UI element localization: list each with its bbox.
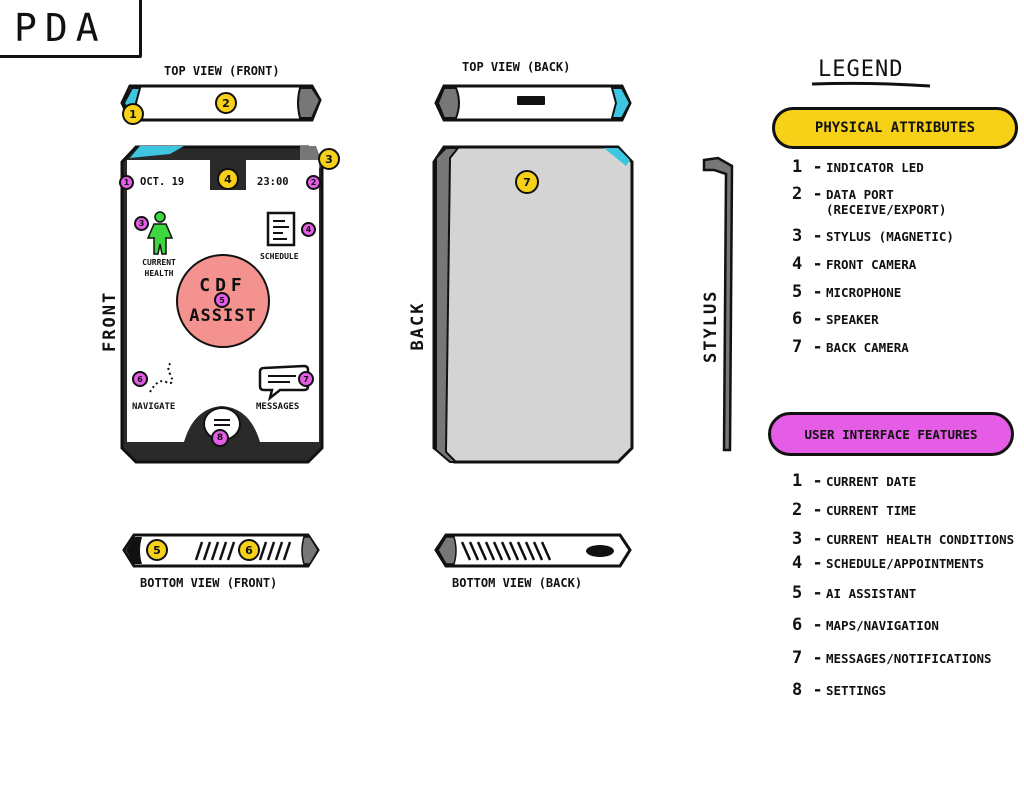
ui-feature-item-text: Schedule/appointments xyxy=(826,556,985,571)
physical-attribute-item-text: Back camera xyxy=(826,340,909,355)
ui-feature-item-text: Current date xyxy=(826,474,917,489)
physical-attribute-item-number: 6 - xyxy=(792,309,823,329)
physical-attribute-item: 7 -Back camera xyxy=(792,337,1016,357)
badge-microphone: 5 xyxy=(146,539,168,561)
ui-feature-item-text: Messages/notifications xyxy=(826,651,992,666)
title-box xyxy=(0,0,142,58)
ui-feature-item-number: 3 - xyxy=(792,529,823,549)
screen-health-label: Current health xyxy=(142,258,176,278)
physical-attribute-item-number: 3 - xyxy=(792,226,823,246)
badge-ui-schedule: 4 xyxy=(301,222,316,237)
ui-feature-item-text: AI assistant xyxy=(826,586,917,601)
ui-feature-item: 1 -Current date xyxy=(792,471,1014,491)
ui-feature-item-text: Current health conditions xyxy=(826,532,1015,547)
badge-back-camera: 7 xyxy=(515,170,539,194)
badge-front-camera: 4 xyxy=(217,168,239,190)
screen-time: 23:00 xyxy=(257,176,289,188)
legend-underline xyxy=(811,81,931,88)
physical-attribute-item-text: Speaker xyxy=(826,312,879,327)
screen-schedule-label: Schedule xyxy=(260,252,299,261)
badge-ui-navigate: 6 xyxy=(132,371,148,387)
badge-ui-messages: 7 xyxy=(298,371,314,387)
back-device-drawing xyxy=(432,145,634,464)
page-title: PDA xyxy=(14,6,107,50)
ui-feature-item-text: Current time xyxy=(826,503,917,518)
ui-feature-item: 5 -AI assistant xyxy=(792,583,1014,603)
screen-messages-label: Messages xyxy=(256,402,300,412)
top-view-front-label: Top view (front) xyxy=(164,64,280,78)
badge-ui-time: 2 xyxy=(306,175,321,190)
physical-attribute-item: 1 -Indicator LED xyxy=(792,157,1016,177)
badge-data-port: 2 xyxy=(215,92,237,114)
ui-features-list: 1 -Current date2 -Current time3 -Current… xyxy=(792,471,1015,700)
ui-feature-item: 3 -Current health conditions xyxy=(792,529,1015,549)
badge-speaker: 6 xyxy=(238,539,260,561)
legend-heading: Legend xyxy=(818,57,904,82)
physical-attribute-item-number: 2 - xyxy=(792,184,823,204)
ui-feature-item: 2 -Current time xyxy=(792,500,1014,520)
top-view-back-drawing xyxy=(434,84,632,122)
badge-ui-date: 1 xyxy=(119,175,134,190)
stylus-label: Stylus xyxy=(701,289,721,363)
ui-feature-item: 7 -Messages/notifications xyxy=(792,648,1014,668)
physical-attribute-item-text: Front camera xyxy=(826,257,917,272)
badge-indicator-led: 1 xyxy=(122,103,144,125)
bottom-view-front-drawing xyxy=(122,533,320,568)
physical-attribute-item-text: Microphone xyxy=(826,285,902,300)
messages-bubble-icon xyxy=(258,364,310,402)
physical-attribute-item-number: 5 - xyxy=(792,282,823,302)
ui-feature-item-text: Maps/navigation xyxy=(826,618,939,633)
physical-attribute-item: 2 -Data port (receive/export) xyxy=(792,184,1016,218)
badge-stylus-slot: 3 xyxy=(318,148,340,170)
physical-attribute-item: 4 -Front camera xyxy=(792,254,1016,274)
ui-feature-item-number: 7 - xyxy=(792,648,823,668)
ui-feature-item-number: 5 - xyxy=(792,583,823,603)
back-label: Back xyxy=(408,301,428,351)
bottom-view-front-label: Bottom view (front) xyxy=(140,576,278,590)
top-view-back-label: Top view (back) xyxy=(462,60,571,74)
physical-attributes-pill: Physical attributes xyxy=(772,107,1018,149)
front-label: Front xyxy=(100,290,120,352)
screen-date: Oct. 19 xyxy=(140,176,185,188)
physical-attribute-item-text: Stylus (magnetic) xyxy=(826,229,954,244)
ui-feature-item-number: 8 - xyxy=(792,680,823,700)
ui-features-pill: User interface features xyxy=(768,412,1014,456)
badge-ui-assist: 5 xyxy=(214,292,230,308)
physical-attribute-item: 5 -Microphone xyxy=(792,282,1016,302)
physical-attribute-item: 3 -Stylus (magnetic) xyxy=(792,226,1016,246)
physical-attribute-item-number: 1 - xyxy=(792,157,823,177)
ui-feature-item: 8 -Settings xyxy=(792,680,1014,700)
stylus-drawing xyxy=(702,156,734,452)
badge-ui-health: 3 xyxy=(134,216,149,231)
ui-feature-item: 6 -Maps/navigation xyxy=(792,615,1014,635)
physical-attribute-item-number: 7 - xyxy=(792,337,823,357)
health-figure-icon xyxy=(146,211,174,255)
schedule-document-icon xyxy=(266,211,296,247)
physical-attribute-item: 6 -Speaker xyxy=(792,309,1016,329)
physical-attribute-item-text: Indicator LED xyxy=(826,160,924,175)
ui-feature-item-text: Settings xyxy=(826,683,887,698)
bottom-view-back-label: Bottom view (back) xyxy=(452,576,583,590)
assist-line2: Assist xyxy=(189,306,257,326)
assist-line1: CDF xyxy=(199,275,247,296)
badge-ui-settings: 8 xyxy=(211,429,229,447)
physical-attribute-item-number: 4 - xyxy=(792,254,823,274)
screen-navigate-label: Navigate xyxy=(132,402,176,412)
ui-feature-item-number: 2 - xyxy=(792,500,823,520)
ui-feature-item-number: 1 - xyxy=(792,471,823,491)
ui-feature-item: 4 -Schedule/appointments xyxy=(792,553,1014,573)
ui-feature-item-number: 4 - xyxy=(792,553,823,573)
physical-attribute-item-text: Data port (receive/export) xyxy=(826,187,947,217)
ui-feature-item-number: 6 - xyxy=(792,615,823,635)
bottom-view-back-drawing xyxy=(434,533,632,568)
